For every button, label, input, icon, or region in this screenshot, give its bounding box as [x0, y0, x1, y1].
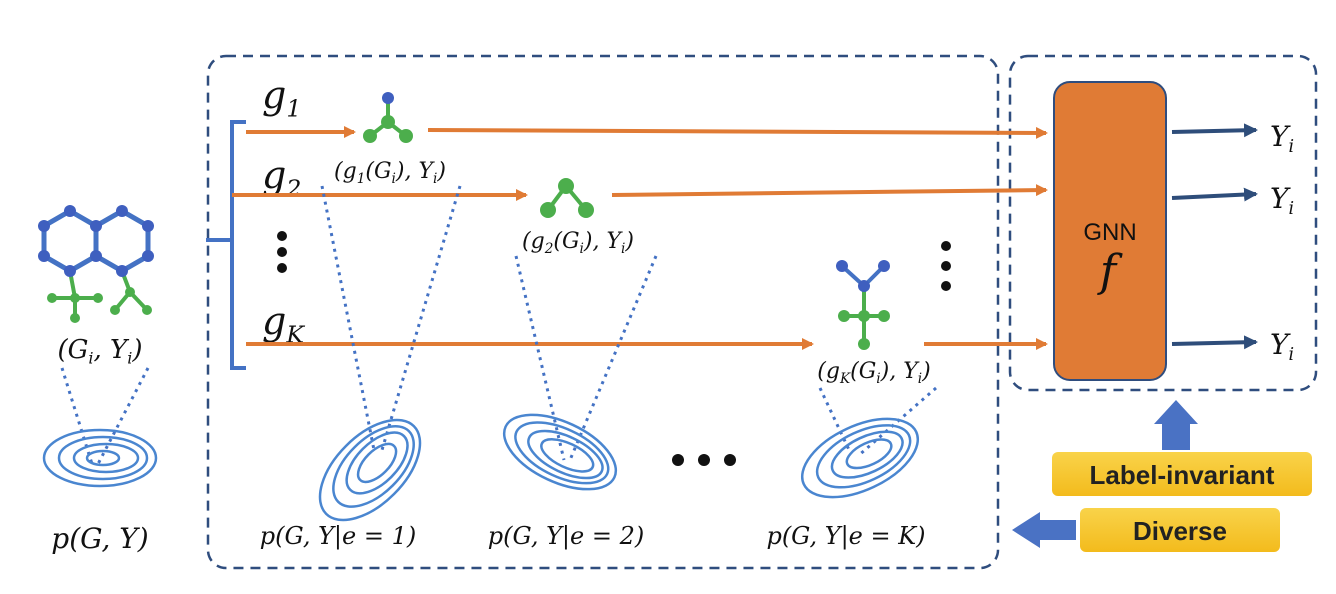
gnn-model-box	[1053, 81, 1167, 381]
output-label-3: Yi​	[1270, 328, 1294, 365]
label-invariant-text: Label-invariant	[1090, 460, 1275, 490]
diverse-box	[1080, 508, 1280, 552]
aug-arrows-in	[232, 126, 814, 350]
aug-graph-k-icon	[836, 260, 890, 350]
output-label-1: Yi​	[1270, 120, 1294, 157]
augmentation-bracket	[206, 120, 246, 370]
env-2-dist-label: p(G, Y|e = 2)	[488, 522, 644, 551]
env-1-dist-label: p(G, Y|e = 1)	[260, 522, 416, 551]
env-k-dist-label: p(G, Y|e = K)	[766, 522, 925, 551]
horizontal-ellipsis	[672, 454, 736, 466]
aug-func-k: gK​	[262, 299, 305, 348]
env-2-contour	[502, 413, 618, 491]
vertical-ellipsis-right	[941, 241, 951, 291]
gnn-model-name: GNN	[1083, 219, 1136, 246]
input-pair-label: (Gi​, Yi​)	[57, 335, 142, 368]
aug-pair-k: (gK​(Gi​), Yi​)	[817, 359, 930, 387]
label-invariant-box	[1052, 452, 1312, 496]
aug-pair-1: (g1​(Gi​), Yi​)	[334, 159, 446, 187]
input-distribution-contour	[42, 428, 158, 488]
input-dotted-lines	[60, 367, 150, 465]
gnn-container	[1008, 54, 1318, 392]
output-label-2: Yi​	[1270, 182, 1294, 219]
aug-func-1: g1​	[262, 73, 301, 122]
aug-graph-2-icon	[540, 178, 594, 218]
input-graph-icon	[38, 205, 154, 323]
env-k-contour	[800, 417, 920, 499]
left-block-arrow	[1012, 512, 1076, 548]
aug-graph-1-icon	[363, 92, 413, 143]
aug-arrows-out	[427, 126, 1048, 350]
up-block-arrow	[1154, 400, 1198, 450]
input-distribution-label: p(G, Y)	[51, 522, 148, 555]
diverse-text: Diverse	[1133, 516, 1227, 546]
projection-dotted-lines	[320, 185, 937, 461]
output-arrows	[1171, 123, 1258, 350]
vertical-ellipsis-left	[277, 231, 287, 273]
aug-pair-2: (g2​(Gi​), Yi​)	[522, 229, 634, 257]
augmentation-container	[206, 54, 1000, 570]
env-1-contour	[318, 418, 422, 522]
